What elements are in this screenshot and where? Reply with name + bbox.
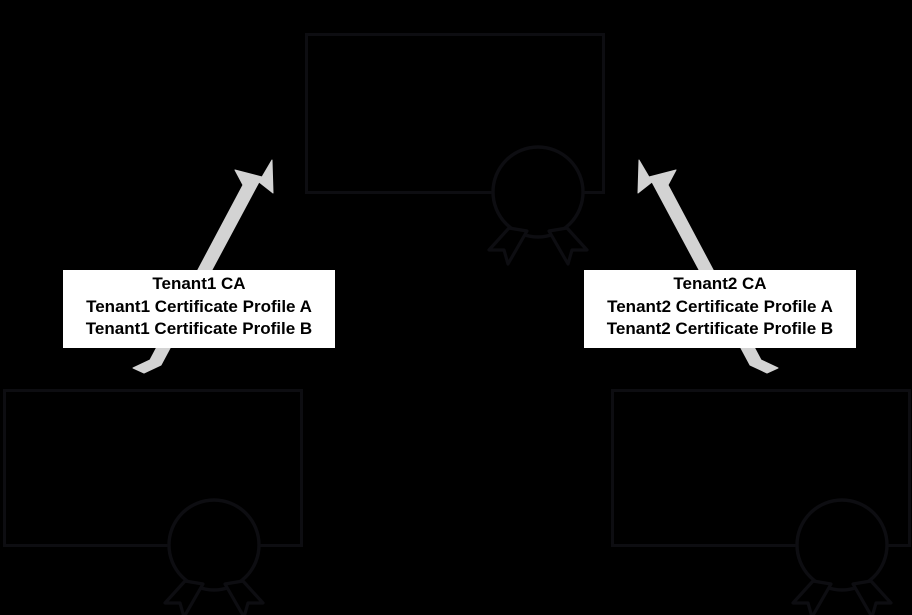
label-tenant2-line-1: Tenant2 CA xyxy=(673,274,767,293)
certificate-seal-circle-tenant1 xyxy=(167,498,261,592)
certificate-ribbon-right-root xyxy=(547,226,589,266)
arrow-tenant2-to-root xyxy=(637,159,779,374)
certificate-ribbon-right-tenant2 xyxy=(851,579,893,615)
certificate-page-root xyxy=(305,33,605,194)
certificate-seal-circle-tenant2 xyxy=(795,498,889,592)
certificate-page-tenant2 xyxy=(611,389,911,547)
certificate-seal-circle-root xyxy=(491,145,585,239)
label-tenant1-line-2: Tenant1 Certificate Profile A xyxy=(86,296,312,316)
certificate-ribbon-left-tenant2 xyxy=(791,579,833,615)
certificate-node-tenant1[interactable] xyxy=(3,389,303,615)
certificate-ribbon-left-tenant1 xyxy=(163,579,205,615)
certificate-node-root[interactable] xyxy=(305,33,605,266)
certificate-ribbon-right-tenant1 xyxy=(223,579,265,615)
label-tenant2-line-2: Tenant2 Certificate Profile A xyxy=(607,296,833,316)
label-tenant2-line-3: Tenant2 Certificate Profile B xyxy=(606,319,834,338)
certificate-page-tenant1 xyxy=(3,389,303,547)
certificate-ribbon-left-root xyxy=(487,226,529,266)
label-tenant1-line-3: Tenant1 Certificate Profile B xyxy=(85,319,313,338)
label-box-tenant1: Tenant1 CA Tenant1 Certificate Profile A… xyxy=(63,270,335,348)
label-tenant1-line-1: Tenant1 CA xyxy=(152,274,246,293)
arrow-tenant1-to-root xyxy=(132,159,274,374)
certificate-node-tenant2[interactable] xyxy=(611,389,911,615)
label-box-tenant2: Tenant2 CA Tenant2 Certificate Profile A… xyxy=(584,270,856,348)
